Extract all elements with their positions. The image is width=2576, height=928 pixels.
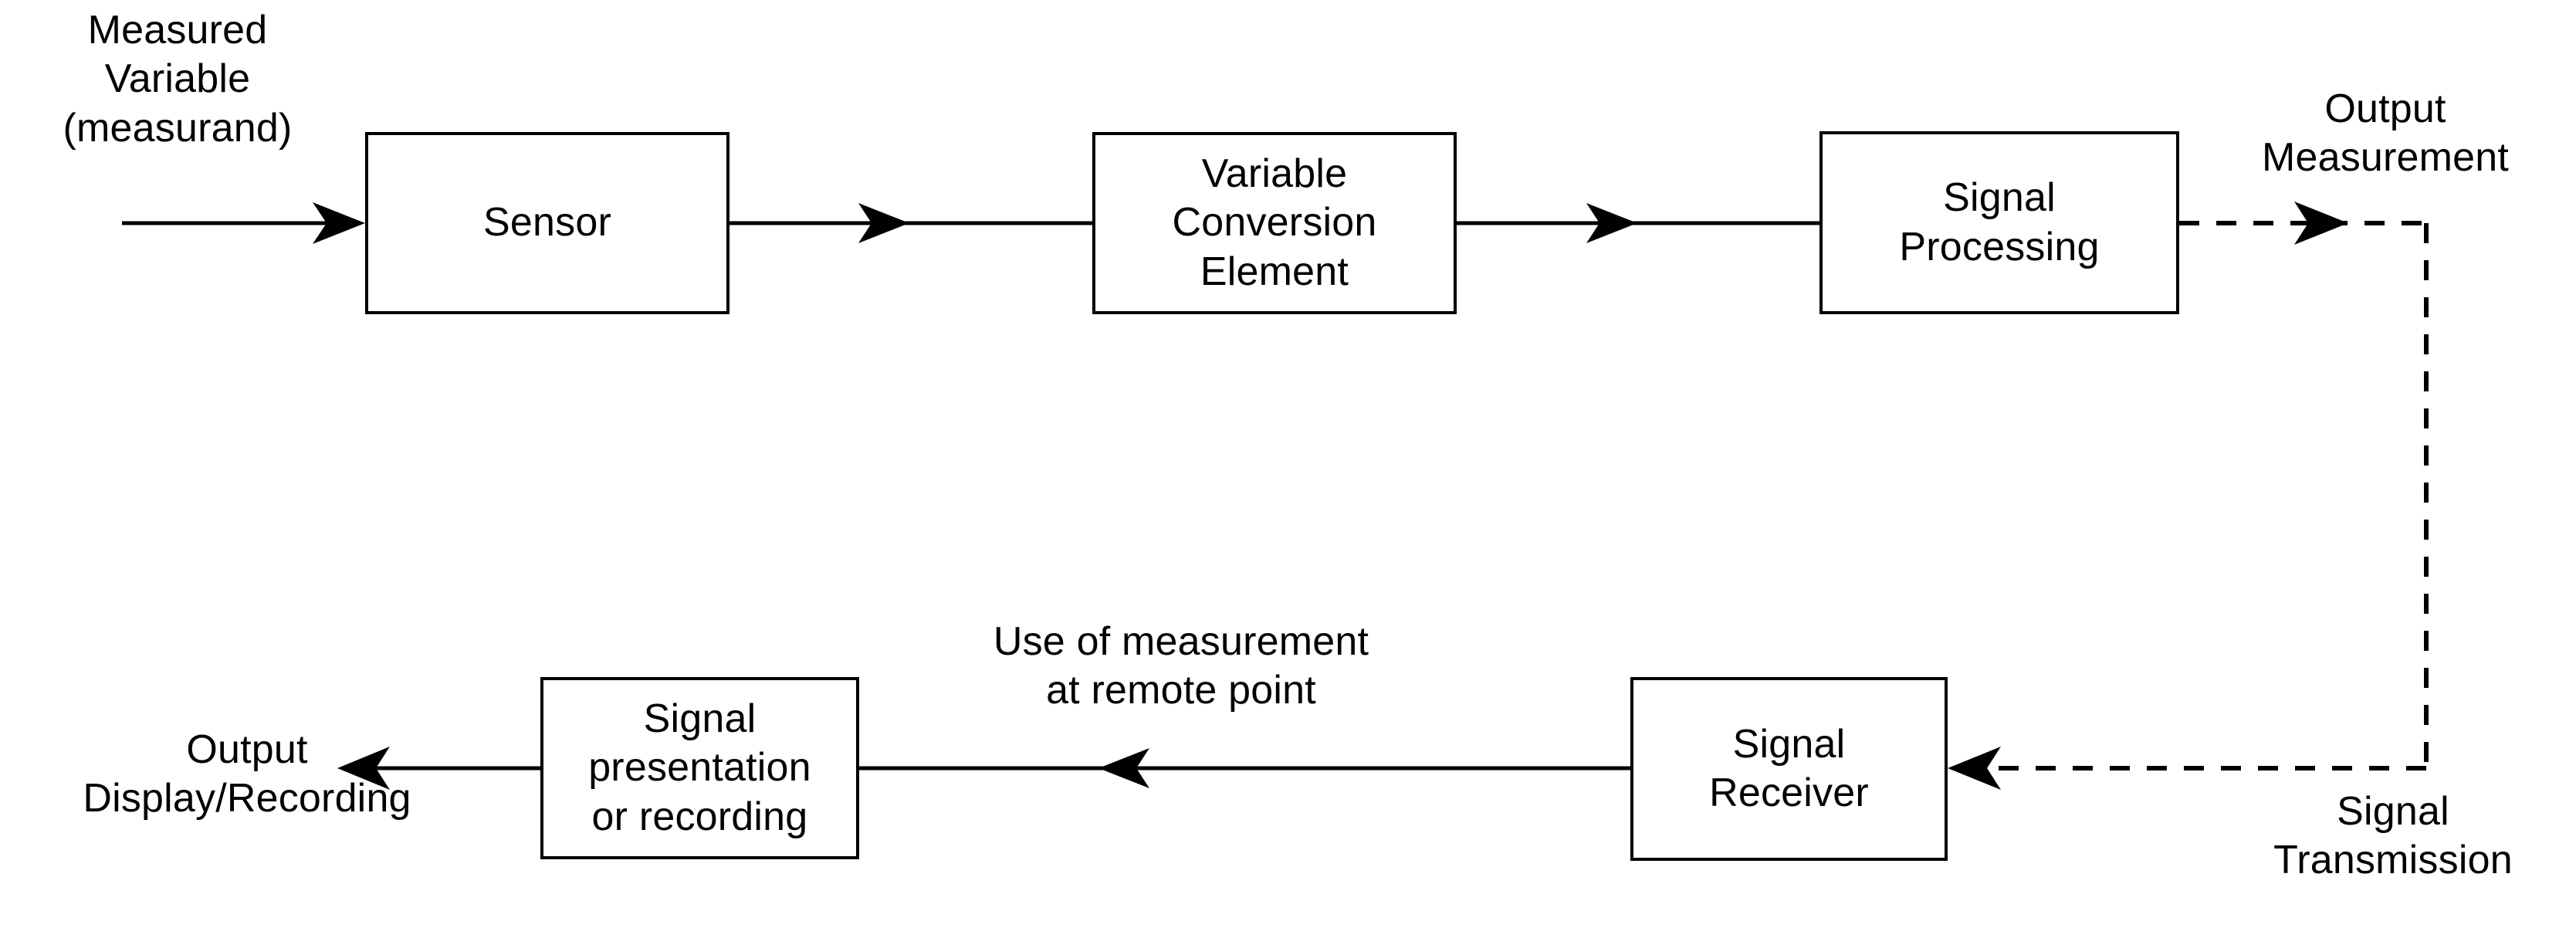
node-signal-processing-label: Signal Processing xyxy=(1899,175,2100,269)
label-output-display-recording: Output Display/Recording xyxy=(83,727,411,821)
node-variable-conversion-element-label: Variable Conversion Element xyxy=(1172,151,1377,294)
label-output-measurement: Output Measurement xyxy=(2261,86,2510,181)
node-signal-receiver-label: Signal Receiver xyxy=(1709,721,1869,815)
connector-signal-presentation-to-output-display xyxy=(337,747,540,790)
connector-variable-conversion-element-to-signal-processing xyxy=(1457,203,1819,243)
connector-sensor-to-variable-conversion-element xyxy=(729,203,1092,243)
label-use-of-measurement-at-remote-point: Use of measurement at remote point xyxy=(993,619,1369,713)
connector-transmission-to-signal-receiver xyxy=(1948,747,2426,790)
node-sensor[interactable]: Sensor xyxy=(365,132,729,314)
label-measured-variable: Measured Variable (measurand) xyxy=(63,8,293,151)
connector-signal-processing-to-transmission xyxy=(2179,202,2429,768)
connector-signal-receiver-to-signal-presentation xyxy=(859,748,1630,788)
node-sensor-label: Sensor xyxy=(483,200,611,246)
node-variable-conversion-element[interactable]: Variable Conversion Element xyxy=(1092,132,1457,314)
node-signal-processing[interactable]: Signal Processing xyxy=(1819,131,2179,314)
node-signal-presentation-or-recording-label: Signal presentation or recording xyxy=(588,696,811,839)
connector-measurand-to-sensor xyxy=(122,202,365,244)
node-signal-receiver[interactable]: Signal Receiver xyxy=(1630,677,1948,861)
node-signal-presentation-or-recording[interactable]: Signal presentation or recording xyxy=(540,677,859,859)
label-signal-transmission: Signal Transmission xyxy=(2273,789,2513,883)
